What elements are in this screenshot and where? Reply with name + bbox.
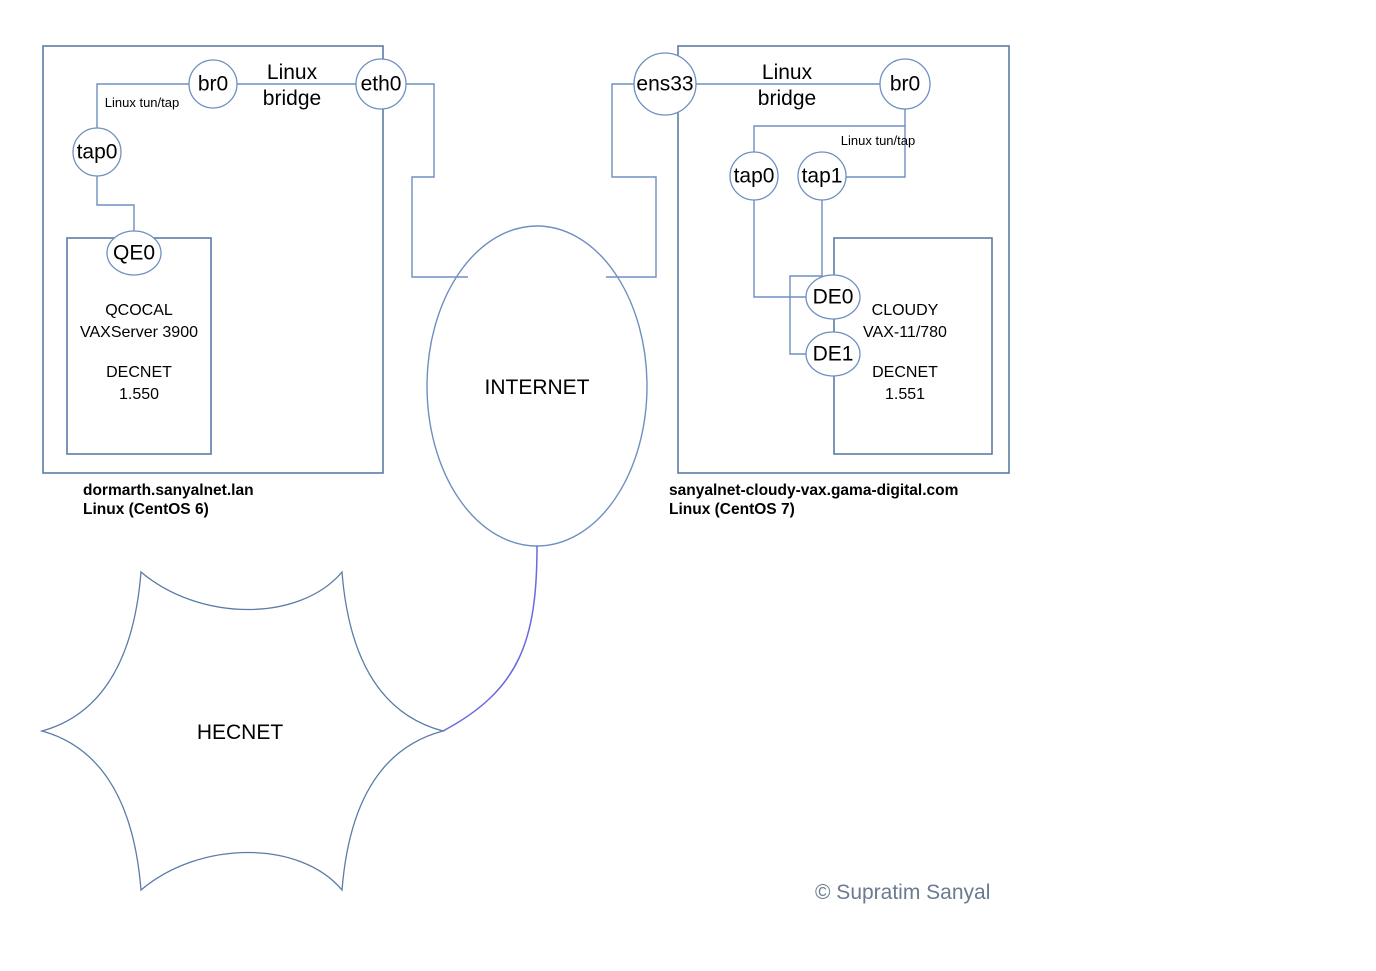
node-right-de0[interactable]: DE0 [805, 274, 861, 320]
br0-circle [188, 59, 238, 109]
br0-label: br0 [890, 73, 920, 96]
link-br0-to-tap0 [753, 108, 906, 153]
link-ens33-to-internet [606, 83, 657, 278]
link-eth0-to-internet [406, 83, 468, 278]
br0-circle [879, 58, 931, 110]
left-host-caption-line2: Linux (CentOS 6) [83, 501, 209, 518]
tap1-label: tap1 [802, 165, 843, 188]
left-host-group: br0 eth0 tap0 QE0 Linux bridge Linux tun… [42, 45, 468, 518]
de0-label: DE0 [813, 286, 854, 309]
node-right-br0[interactable]: br0 [879, 58, 931, 110]
link-br0-to-tap0 [96, 83, 189, 129]
ens33-circle [633, 52, 697, 116]
qe0-ellipse [106, 230, 162, 276]
copyright-notice: © Supratim Sanyal [815, 881, 990, 904]
eth0-circle [355, 58, 407, 110]
eth0-label: eth0 [361, 73, 402, 96]
link-tap1-to-de1 [789, 200, 823, 355]
node-left-tap0[interactable]: tap0 [72, 127, 122, 177]
internet-group[interactable]: INTERNET [426, 225, 648, 547]
node-left-eth0[interactable]: eth0 [355, 58, 407, 110]
right-vax-model: VAX-11/780 [863, 324, 947, 341]
node-right-ens33[interactable]: ens33 [633, 52, 697, 116]
node-left-qe0[interactable]: QE0 [106, 230, 162, 276]
link-tap0-to-de0 [753, 200, 807, 298]
hecnet-star-shape [39, 570, 446, 892]
link-internet-to-hecnet [442, 545, 538, 732]
de1-ellipse [805, 331, 861, 377]
left-tuntap-label: Linux tun/tap [105, 95, 179, 110]
ens33-label: ens33 [636, 73, 693, 96]
br0-label: br0 [198, 73, 228, 96]
right-host-caption-line2: Linux (CentOS 7) [669, 501, 795, 518]
tap0-label: tap0 [77, 141, 118, 164]
hecnet-group[interactable]: HECNET [39, 570, 446, 892]
right-host-caption-line1: sanyalnet-cloudy-vax.gama-digital.com [669, 482, 958, 499]
left-bridge-label-line1: Linux [267, 61, 318, 84]
right-host-group: ens33 br0 tap0 tap1 DE0 DE1 Linux bridge… [606, 45, 1010, 518]
tap1-circle [797, 151, 847, 201]
left-host-boundary [42, 45, 384, 474]
link-br0-to-tap1 [846, 126, 906, 178]
node-left-br0[interactable]: br0 [188, 59, 238, 109]
left-vax-model: VAXServer 3900 [80, 324, 198, 341]
left-vax-protocol: DECNET [106, 364, 172, 381]
node-right-tap0[interactable]: tap0 [729, 151, 779, 201]
node-right-tap1[interactable]: tap1 [797, 151, 847, 201]
qe0-label: QE0 [113, 242, 155, 265]
right-bridge-label-line1: Linux [762, 61, 813, 84]
right-vax-address: 1.551 [885, 386, 925, 403]
node-right-de1[interactable]: DE1 [805, 331, 861, 377]
right-host-boundary [677, 45, 1010, 474]
tap0-circle [72, 127, 122, 177]
right-vax-protocol: DECNET [872, 364, 938, 381]
tap0-circle [729, 151, 779, 201]
left-bridge-label-line2: bridge [263, 87, 321, 110]
left-host-caption-line1: dormarth.sanyalnet.lan [83, 482, 254, 499]
right-bridge-label-line2: bridge [758, 87, 816, 110]
de0-ellipse [805, 274, 861, 320]
right-vax-name: CLOUDY [872, 302, 939, 319]
hecnet-label: HECNET [197, 721, 284, 744]
link-tap0-to-qe0 [96, 175, 135, 231]
left-vax-name: QCOCAL [105, 302, 173, 319]
right-tuntap-label: Linux tun/tap [841, 133, 915, 148]
tap0-label: tap0 [734, 165, 775, 188]
left-vax-address: 1.550 [119, 386, 159, 403]
internet-label: INTERNET [485, 376, 590, 399]
de1-label: DE1 [813, 343, 854, 366]
